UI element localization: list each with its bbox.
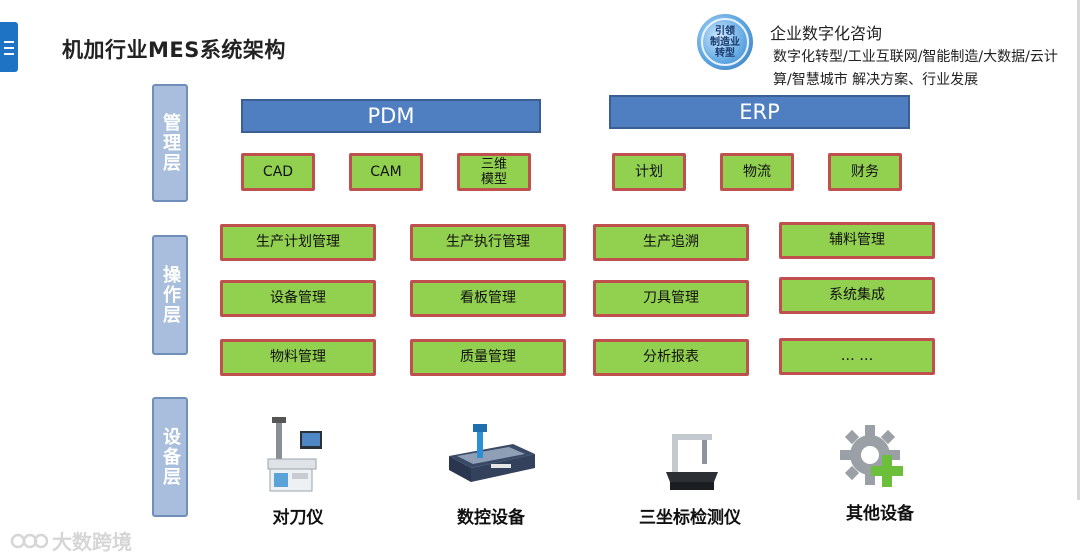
operation-module-label: 生产计划管理 xyxy=(256,234,340,250)
gear-plus-icon xyxy=(840,425,903,487)
cmm-machine-icon xyxy=(666,434,718,490)
operation-module: 系统集成 xyxy=(779,277,935,314)
operation-module: 辅料管理 xyxy=(779,222,935,259)
equipment-label: 其他设备 xyxy=(846,504,914,524)
watermark-text: 大数跨境 xyxy=(52,530,132,554)
pdm-module: CAD xyxy=(241,153,315,191)
operation-module: 生产追溯 xyxy=(593,224,749,261)
layer-management-label: 管理层 xyxy=(160,113,181,173)
operation-module-label: 质量管理 xyxy=(460,349,516,365)
operation-module-label: 系统集成 xyxy=(829,287,885,303)
operation-module: 物料管理 xyxy=(220,339,376,376)
operation-module: 刀具管理 xyxy=(593,280,749,317)
brand-logo: 引领制造业转型 xyxy=(697,14,753,70)
layer-management: 管理层 xyxy=(152,84,188,202)
pdm-module: 三维 模型 xyxy=(457,153,531,191)
pdm-module-label: 三维 模型 xyxy=(480,157,507,187)
cnc-machine-icon xyxy=(449,424,535,482)
brand-logo-mark: 引领制造业转型 xyxy=(701,18,749,66)
operation-module: … … xyxy=(779,338,935,375)
operation-module: 分析报表 xyxy=(593,339,749,376)
erp-module-label: 物流 xyxy=(743,163,771,180)
slide-edge-divider xyxy=(1077,0,1080,500)
erp-module-label: 计划 xyxy=(635,163,663,180)
layer-operation: 操作层 xyxy=(152,235,188,355)
operation-module-label: … … xyxy=(840,348,874,364)
operation-module: 看板管理 xyxy=(410,280,566,317)
equipment-label: 数控设备 xyxy=(457,508,525,528)
equipment-label: 对刀仪 xyxy=(272,508,324,528)
brand-tagline: 数字化转型/工业互联网/智能制造/大数据/云计算/智慧城市 解决方案、行业发展 xyxy=(773,49,1058,88)
erp-module: 物流 xyxy=(720,153,794,191)
pdm-system-box: PDM xyxy=(241,99,541,133)
operation-module-label: 看板管理 xyxy=(460,290,516,306)
operation-module-label: 生产追溯 xyxy=(643,234,699,250)
erp-label: ERP xyxy=(739,100,780,124)
operation-module: 设备管理 xyxy=(220,280,376,317)
operation-module-label: 物料管理 xyxy=(270,349,326,365)
erp-module: 计划 xyxy=(612,153,686,191)
watermark: 大数跨境 xyxy=(10,526,132,555)
pdm-module-label: CAD xyxy=(262,163,294,180)
brand-name: 企业数字化咨询 xyxy=(770,24,883,43)
layer-equipment-label: 设备层 xyxy=(160,427,181,487)
operation-module-label: 刀具管理 xyxy=(643,290,699,306)
operation-module-label: 辅料管理 xyxy=(829,232,885,248)
layer-equipment: 设备层 xyxy=(152,397,188,517)
pdm-module-label: CAM xyxy=(370,163,402,180)
erp-module-label: 财务 xyxy=(851,163,879,180)
operation-module: 生产计划管理 xyxy=(220,224,376,261)
watermark-logo-icon xyxy=(10,533,48,548)
operation-module-label: 生产执行管理 xyxy=(446,234,530,250)
operation-module: 生产执行管理 xyxy=(410,224,566,261)
operation-module-label: 分析报表 xyxy=(643,349,699,365)
pdm-module: CAM xyxy=(349,153,423,191)
operation-module: 质量管理 xyxy=(410,339,566,376)
layer-operation-label: 操作层 xyxy=(160,265,181,325)
equipment-label: 三坐标检测仪 xyxy=(639,508,741,528)
erp-module: 财务 xyxy=(828,153,902,191)
menu-toggle-button[interactable] xyxy=(0,22,18,72)
page-title: 机加行业MES系统架构 xyxy=(62,38,286,62)
pdm-label: PDM xyxy=(367,104,415,128)
erp-system-box: ERP xyxy=(609,95,910,129)
operation-module-label: 设备管理 xyxy=(270,290,326,306)
tool-presetter-icon xyxy=(267,417,322,492)
